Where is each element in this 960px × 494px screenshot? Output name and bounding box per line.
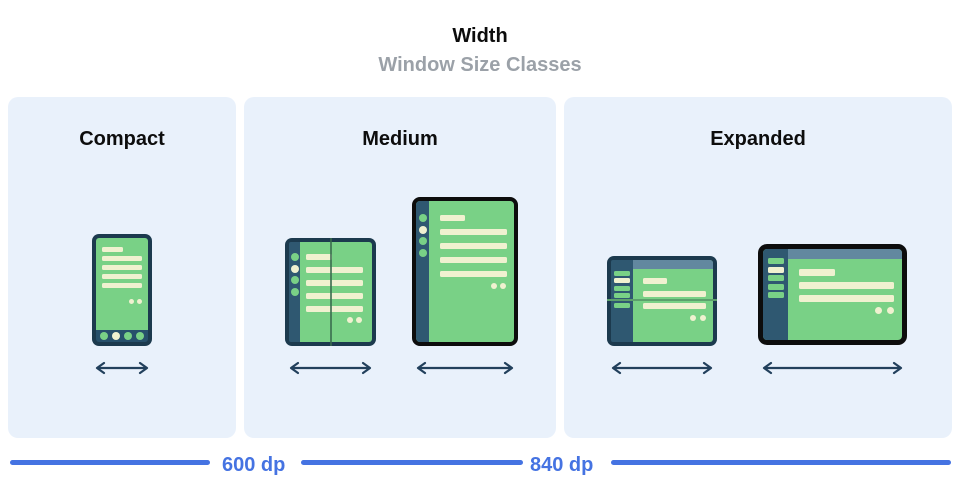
phone-device — [92, 234, 152, 346]
panel-compact-label: Compact — [79, 128, 165, 150]
text-line — [306, 254, 332, 260]
action-dots — [643, 315, 706, 321]
dot — [500, 283, 506, 289]
text-line — [306, 267, 363, 273]
text-line — [799, 295, 894, 302]
foldable-screen — [300, 242, 372, 342]
panel-compact: Compact — [8, 97, 236, 438]
dot — [347, 317, 353, 323]
ruler-line-segment — [10, 460, 210, 465]
tablet-device — [412, 197, 518, 346]
panel-expanded: Expanded — [564, 97, 952, 438]
foldable-landscape-device — [607, 256, 717, 346]
dot — [129, 299, 134, 304]
menu-bar — [614, 303, 630, 309]
width-arrow-icon — [289, 361, 372, 375]
menu-bar — [767, 258, 784, 264]
nav-dot — [136, 332, 144, 340]
text-line — [102, 247, 123, 252]
action-dots — [799, 307, 894, 314]
tablet-screen — [429, 201, 514, 342]
fold-crease-vertical — [329, 238, 332, 346]
action-dots — [102, 299, 142, 304]
panel-expanded-label: Expanded — [710, 128, 806, 150]
width-arrow-icon — [762, 361, 903, 375]
ruler-line-segment — [611, 460, 951, 465]
page-subtitle: Window Size Classes — [378, 54, 582, 76]
text-line — [799, 282, 894, 289]
menu-bar — [767, 283, 784, 290]
rail-dot — [418, 237, 427, 245]
menu-bar — [767, 266, 784, 273]
text-line — [799, 269, 835, 276]
text-line — [643, 291, 706, 297]
foldable-device — [285, 238, 376, 346]
header: Width Window Size Classes — [0, 25, 960, 76]
width-arrow-icon — [95, 361, 149, 375]
dot — [356, 317, 362, 323]
text-line — [440, 257, 507, 263]
menu-bar — [767, 292, 784, 298]
text-line — [440, 243, 507, 249]
rail-dot — [418, 214, 427, 222]
fold-crease-horizontal — [607, 299, 717, 301]
sidebar-menu — [611, 260, 633, 342]
tablet-landscape-device — [758, 244, 907, 345]
nav-dot — [112, 332, 120, 340]
main-pane — [633, 260, 713, 342]
dot — [875, 307, 882, 314]
action-dots — [306, 317, 362, 323]
menu-bar — [614, 271, 630, 276]
breakpoint-600dp-label: 600 dp — [222, 454, 286, 476]
dot — [137, 299, 142, 304]
text-line — [102, 283, 142, 288]
ruler-line-segment — [301, 460, 523, 465]
text-line — [440, 229, 507, 235]
text-line — [643, 278, 667, 284]
nav-dot — [124, 332, 132, 340]
app-top-bar — [788, 249, 902, 259]
phone-screen — [96, 238, 148, 330]
sidebar-rail — [289, 242, 300, 342]
nav-dot — [100, 332, 108, 340]
rail-dot — [418, 225, 427, 234]
breakpoint-840dp-label: 840 dp — [530, 454, 594, 476]
width-arrow-icon — [416, 361, 514, 375]
main-pane — [788, 249, 902, 340]
content-area — [633, 269, 713, 321]
text-line — [102, 265, 142, 270]
text-line — [306, 306, 363, 312]
text-line — [102, 274, 142, 279]
menu-bar — [767, 275, 784, 281]
text-line — [306, 280, 363, 286]
content-area — [788, 259, 902, 314]
menu-bar — [614, 278, 630, 284]
panel-medium: Medium — [244, 97, 556, 438]
phone-navigation-bar — [96, 330, 148, 342]
sidebar-rail — [416, 201, 429, 342]
text-line — [643, 303, 706, 309]
menu-bar — [614, 292, 630, 298]
dot — [700, 315, 706, 321]
text-line — [440, 271, 507, 277]
panel-medium-label: Medium — [362, 128, 438, 150]
dot — [491, 283, 497, 289]
text-line — [306, 293, 363, 299]
action-dots — [440, 283, 506, 289]
page-title: Width — [452, 25, 508, 47]
rail-dot — [290, 287, 299, 296]
rail-dot — [290, 276, 299, 284]
dot — [690, 315, 696, 321]
text-line — [440, 215, 465, 221]
text-line — [102, 256, 142, 261]
app-top-bar — [633, 260, 713, 269]
rail-dot — [290, 264, 299, 273]
menu-bar — [614, 285, 630, 291]
width-arrow-icon — [611, 361, 713, 375]
sidebar-menu — [763, 249, 788, 340]
rail-dot — [290, 253, 299, 261]
dot — [887, 307, 894, 314]
rail-dot — [418, 248, 427, 257]
